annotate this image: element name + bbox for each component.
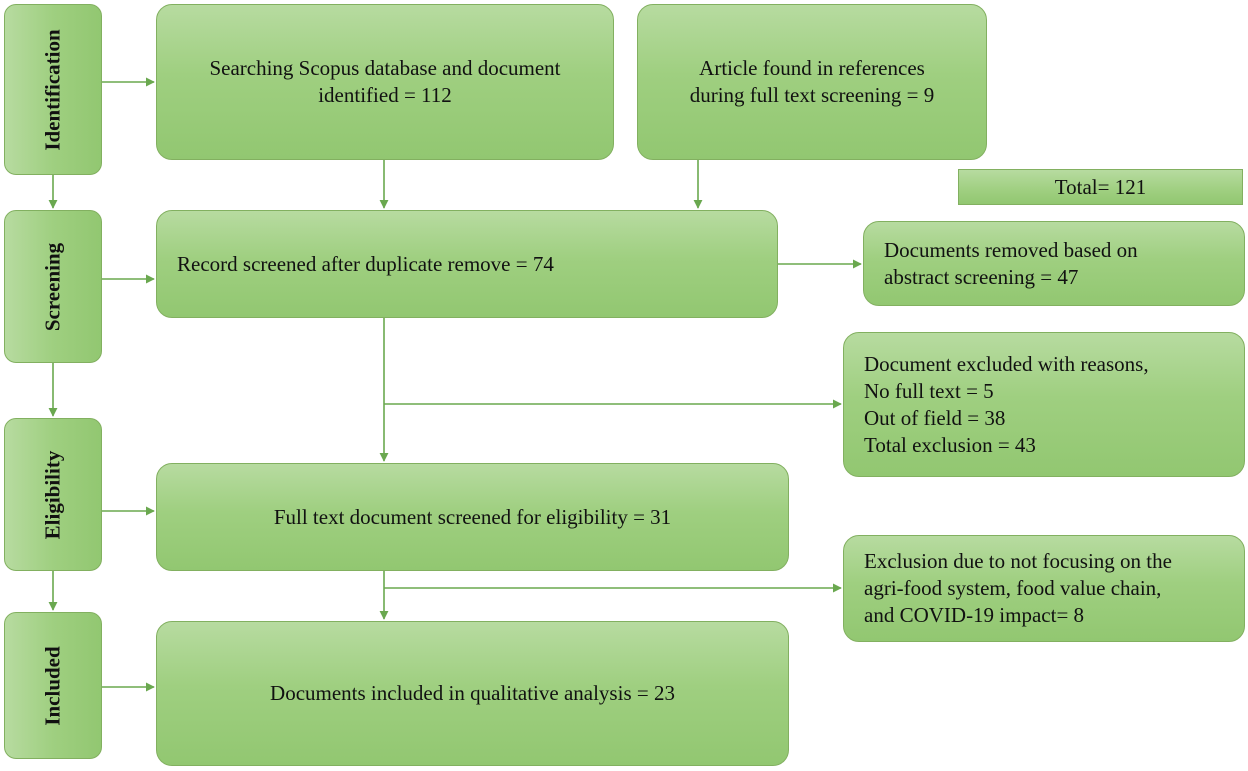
stage-label-screening: Screening [40, 242, 65, 331]
scopus-line-2: identified = 112 [318, 83, 452, 107]
exclusion-focus-box: Exclusion due to not focusing on the agr… [843, 535, 1245, 642]
stage-label-included: Included [40, 645, 65, 726]
exclusion-focus-line-1: Exclusion due to not focusing on the [864, 549, 1172, 573]
excluded-reasons-line-3: Out of field = 38 [864, 405, 1006, 430]
full-text-screened-label: Full text document screened for eligibil… [273, 504, 672, 529]
exclusion-focus-line-3: and COVID-19 impact= 8 [864, 603, 1085, 627]
stage-identification: Identification [4, 4, 102, 175]
stage-screening: Screening [4, 210, 102, 363]
references-box: Article found in references during full … [637, 4, 987, 160]
exclusion-focus-line-2: agri-food system, food value chain, [864, 576, 1162, 600]
full-text-screened-box: Full text document screened for eligibil… [156, 463, 789, 571]
scopus-search-box: Searching Scopus database and document i… [156, 4, 614, 160]
record-screened-box: Record screened after duplicate remove =… [156, 210, 778, 318]
included-docs-box: Documents included in qualitative analys… [156, 621, 789, 766]
stage-label-eligibility: Eligibility [40, 450, 65, 539]
stage-label-identification: Identification [40, 28, 65, 151]
excluded-reasons-box: Document excluded with reasons, No full … [843, 332, 1245, 477]
total-box: Total= 121 [958, 169, 1243, 205]
abstract-removed-line-2: abstract screening = 47 [884, 264, 1079, 289]
references-line-1: Article found in references [699, 56, 925, 80]
stage-included: Included [4, 612, 102, 759]
excluded-reasons-line-4: Total exclusion = 43 [864, 432, 1036, 457]
total-label: Total= 121 [1054, 174, 1147, 199]
record-screened-label: Record screened after duplicate remove =… [177, 251, 554, 276]
excluded-reasons-line-2: No full text = 5 [864, 378, 994, 403]
abstract-removed-line-1: Documents removed based on [884, 237, 1138, 262]
included-docs-label: Documents included in qualitative analys… [270, 681, 675, 705]
scopus-line-1: Searching Scopus database and document [209, 56, 561, 80]
stage-eligibility: Eligibility [4, 418, 102, 571]
references-line-2: during full text screening = 9 [689, 83, 935, 107]
excluded-reasons-line-1: Document excluded with reasons, [864, 351, 1149, 376]
abstract-removed-box: Documents removed based on abstract scre… [863, 221, 1245, 306]
